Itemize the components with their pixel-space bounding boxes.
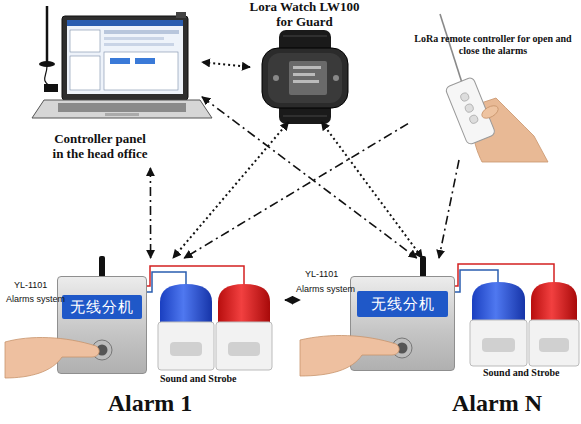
push-button-core: [397, 343, 408, 354]
watch-face: [262, 48, 348, 108]
guard-watch: Lora Watch LW100 for Guard: [250, 0, 360, 122]
link-arrow: [202, 97, 417, 258]
siren-opening: [170, 342, 202, 356]
adapter-box: [44, 84, 58, 92]
watch-button: [333, 75, 339, 81]
watch-bezel: [268, 53, 342, 103]
siren-base: [529, 320, 579, 366]
strap-line: [283, 36, 327, 37]
node-label: Controller panel in the head office: [50, 132, 150, 162]
usb-dongle: [176, 12, 186, 18]
touchpad: [105, 113, 139, 116]
push-button: [92, 340, 112, 360]
screen-panel: [70, 30, 100, 52]
controller-panel: Controller panel in the head office: [30, 10, 202, 168]
system-label: Alarms system: [296, 285, 355, 295]
device-label: Sound and Strobe: [160, 373, 237, 384]
link-arrow: [322, 122, 423, 258]
screen-line: [104, 37, 164, 40]
blue-strobe: [472, 282, 525, 324]
node-label: Alarm 1: [95, 390, 205, 418]
screen-panel: [70, 56, 100, 90]
screen-button: [135, 58, 155, 64]
siren-base: [216, 322, 272, 370]
window-titlebar: [67, 20, 183, 26]
watch-screen: [289, 61, 327, 95]
system-label: Alarms system: [6, 295, 65, 305]
antenna-cable: [45, 66, 50, 86]
model-label: YL-1101: [305, 270, 338, 280]
siren-opening: [539, 338, 569, 352]
node-label: LoRa remote controller for open and clos…: [410, 33, 576, 56]
red-strobe: [218, 284, 270, 326]
siren-opening: [228, 342, 260, 356]
node-label: Lora Watch LW100 for Guard: [242, 0, 367, 30]
red-strobe: [531, 282, 577, 324]
push-button: [392, 338, 412, 358]
remote-button: [469, 114, 479, 124]
remote-controller: LoRa remote controller for open and clos…: [408, 30, 578, 160]
alarm-unit: Alarm N 无线分机: [300, 258, 578, 420]
link-arrow: [184, 124, 408, 258]
screen-line: [293, 66, 321, 69]
thumb: [480, 103, 501, 121]
device-banner: 无线分机: [62, 295, 142, 319]
alarm-box: 无线分机: [57, 276, 147, 374]
alarm-box: 无线分机: [350, 276, 455, 371]
laptop-screen: [67, 20, 183, 94]
laptop-lid: [62, 16, 188, 100]
wire: [147, 266, 244, 286]
hand: [300, 335, 399, 376]
screen-line: [104, 30, 179, 34]
laptop-base: [32, 100, 212, 118]
strap-line: [283, 116, 327, 117]
hand: [5, 337, 99, 378]
screen-button: [110, 58, 130, 64]
screen-line: [104, 43, 174, 46]
laptop-illustration: [32, 6, 212, 118]
link-arrow: [173, 122, 289, 258]
siren-opening: [482, 338, 515, 352]
device-label: Sound and Strobe: [483, 367, 560, 378]
watch-button: [273, 75, 279, 81]
device-banner: 无线分机: [357, 291, 448, 317]
link-arrow: [202, 62, 250, 67]
link-arrow: [150, 168, 152, 258]
screen-line: [293, 80, 319, 83]
link-arrow: [285, 299, 300, 301]
blue-strobe: [160, 284, 212, 326]
keyboard: [58, 103, 186, 112]
remote-button: [464, 103, 474, 113]
siren-base: [158, 322, 214, 370]
siren-base: [470, 320, 527, 366]
model-label: YL-1101: [14, 281, 47, 291]
antenna-rod: [46, 6, 49, 62]
node-label: Alarm N: [442, 390, 552, 418]
screen-line: [293, 73, 315, 76]
link-arrow: [439, 160, 459, 258]
remote-button: [460, 92, 470, 102]
watch-illustration: [262, 30, 348, 124]
push-button-core: [97, 345, 108, 356]
screen-panel: [104, 52, 178, 90]
